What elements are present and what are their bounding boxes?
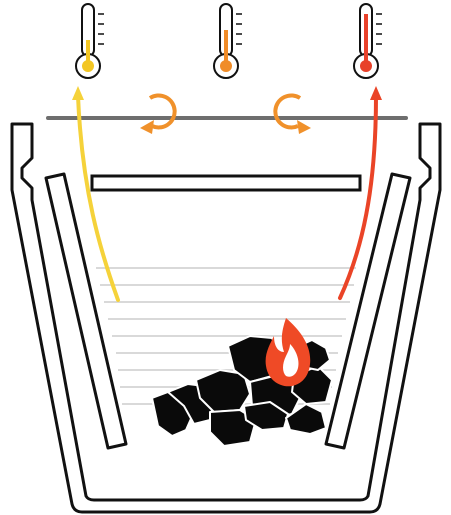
charcoal-pile	[151, 335, 333, 447]
circulation-arrow-right-icon	[273, 93, 311, 134]
cool-air-arrowhead	[72, 86, 84, 100]
circulation-arrow-left-icon	[140, 93, 177, 134]
flame-icon	[265, 318, 311, 387]
thermometer-middle-icon	[213, 3, 242, 79]
hot-air-arrowhead	[370, 86, 382, 100]
right-baffle	[324, 172, 412, 450]
mercury-high	[364, 14, 368, 64]
top-plate	[90, 174, 362, 192]
mercury-low	[86, 40, 90, 64]
cool-air-stream	[76, 94, 120, 302]
thermometer-left-icon	[75, 3, 104, 79]
left-baffle	[44, 172, 128, 450]
outer-pot	[10, 122, 442, 514]
thermometer-right-icon	[353, 3, 382, 79]
mercury-medium	[224, 30, 228, 64]
hot-air-stream	[338, 94, 378, 300]
